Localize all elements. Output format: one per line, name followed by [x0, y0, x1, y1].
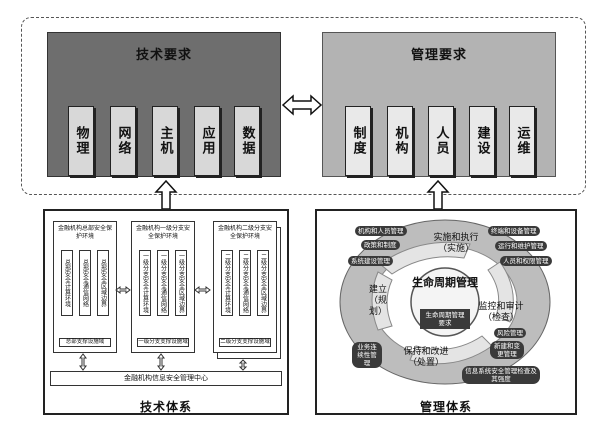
pillar-operation: 运维 [509, 106, 535, 176]
v-double-arrow-icon [238, 359, 248, 371]
pill-terminal-device: 终端和设备管理 [488, 226, 540, 236]
h-double-arrow-icon [115, 286, 131, 294]
pill-system-build: 系统建设管理 [348, 256, 393, 266]
pill-org-personnel: 机构和人员管理 [355, 226, 407, 236]
mgmt-system-label: 管理体系 [419, 400, 472, 414]
env-col: 一级分支安全通信网络 [157, 250, 169, 316]
pill-ops-maintenance: 运行和维护管理 [495, 241, 547, 251]
env-col: 总部安全通信网络 [79, 250, 91, 316]
support-bar: 一级分支支撑设施域 [137, 338, 189, 347]
env-branch-2: 金融机构二级分支安全保护环境 二级分支安全计算环境 二级分支安全通信网络 二级分… [213, 221, 277, 353]
pill-permission: 人员和权限管理 [500, 256, 552, 266]
pill-risk: 风险管理 [494, 328, 526, 338]
support-bar: 总部支撑设施域 [59, 338, 111, 347]
h-double-arrow-icon [194, 286, 211, 294]
pill-security-check: 信息系统安全管理检查及其强度 [462, 366, 540, 384]
env-headquarters: 金融机构总部安全保护环境 总部安全计算环境 总部安全通信网络 总部安全区域边界 … [53, 221, 117, 353]
env-col: 二级分支安全通信网络 [239, 250, 251, 316]
stage-build: 建立（规划） [368, 285, 387, 317]
security-management-center: 金融机构信息安全管理中心 [50, 371, 282, 386]
pill-new-change: 新建和变更管理 [490, 341, 524, 359]
pillar-network: 网络 [110, 106, 136, 176]
v-double-arrow-icon [79, 353, 87, 371]
pillar-physical: 物理 [68, 106, 94, 176]
env-col: 总部安全计算环境 [61, 250, 73, 316]
env-col: 二级分支安全区域边界 [257, 250, 269, 316]
tech-requirements-title: 技术要求 [135, 48, 192, 63]
pillar-host: 主机 [152, 106, 178, 176]
pillar-data: 数据 [234, 106, 260, 176]
stage-implement: 实施和执行（实施） [433, 233, 479, 254]
pillar-organization: 机构 [387, 106, 413, 176]
mgmt-requirements-panel: 管理要求 制度 机构 人员 建设 运维 [322, 32, 556, 177]
pillar-personnel: 人员 [428, 106, 454, 176]
double-arrow-icon [281, 94, 323, 116]
tech-system-label: 技术体系 [139, 400, 192, 414]
pillar-construction: 建设 [469, 106, 495, 176]
env-col: 一级分支安全计算环境 [139, 250, 151, 316]
lifecycle-center-title: 生命周期管理 [412, 276, 478, 289]
pill-continuity: 业务连续性管理 [352, 342, 382, 368]
mgmt-requirements-title: 管理要求 [410, 48, 467, 63]
requirements-frame [21, 17, 586, 195]
env-col: 一级分支安全区域边界 [175, 250, 187, 316]
v-double-arrow-icon [157, 353, 165, 371]
env-branch-1: 金融机构一级分支安全保护环境 一级分支安全计算环境 一级分支安全通信网络 一级分… [131, 221, 195, 353]
env-title: 金融机构一级分支安全保护环境 [135, 225, 190, 240]
env-col: 二级分支安全计算环境 [221, 250, 233, 316]
env-col: 总部安全区域边界 [97, 250, 109, 316]
stage-monitor: 监控和审计（检查） [478, 302, 524, 323]
pillar-policy: 制度 [345, 106, 371, 176]
env-title: 金融机构总部安全保护环境 [57, 225, 112, 240]
stage-maintain: 保持和改进（处置） [403, 347, 449, 368]
pillar-application: 应用 [194, 106, 220, 176]
tech-requirements-panel: 技术要求 物理 网络 主机 应用 数据 [47, 32, 281, 177]
support-bar: 二级分支支撑设施域 [219, 338, 271, 347]
lifecycle-center-sub: 生命周期管理要求 [420, 309, 470, 329]
pill-policy: 政策和制度 [361, 240, 400, 250]
env-title: 金融机构二级分支安全保护环境 [217, 225, 272, 240]
